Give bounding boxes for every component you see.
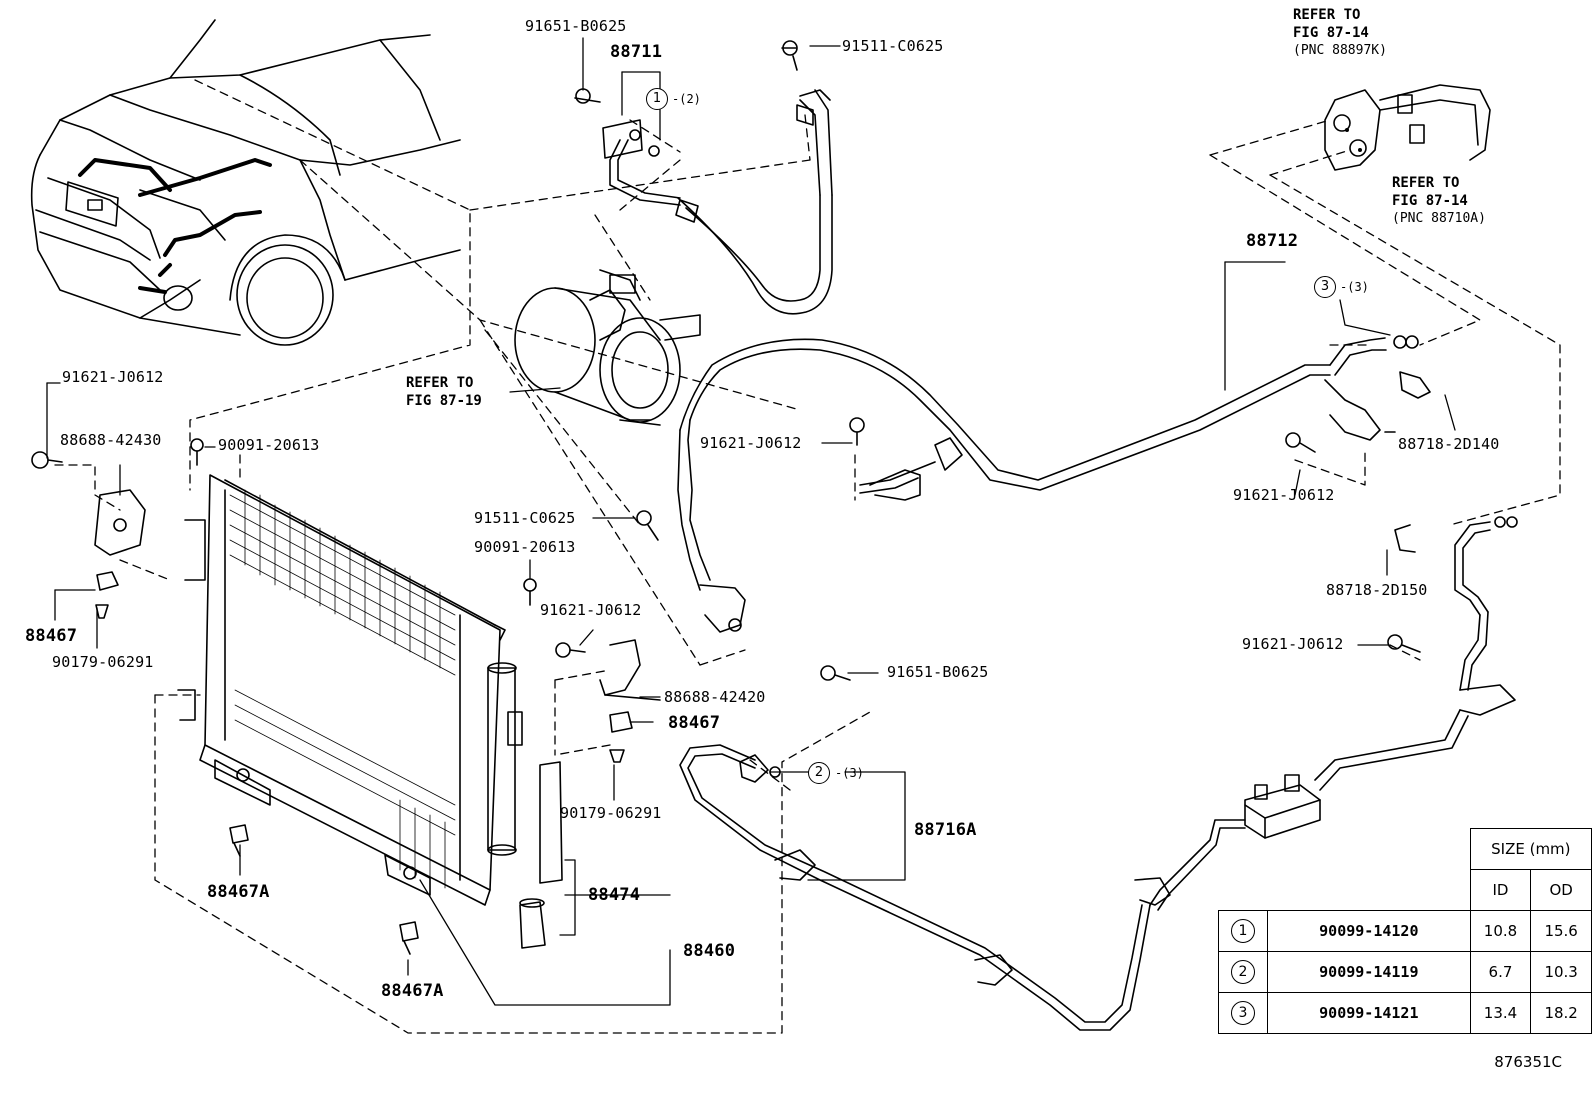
part-88460: 88460 <box>683 941 736 961</box>
part-88467a-1: 88467A <box>207 882 270 902</box>
part-88688-42420: 88688-42420 <box>664 688 766 706</box>
part-88467-mid: 88467 <box>668 713 721 733</box>
hose-88712 <box>677 335 1431 633</box>
o-ring-size-table: SIZE (mm) ID OD 1 90099-14120 10.8 15.6 … <box>1217 828 1592 1034</box>
circle-number-3: 3 <box>1314 276 1336 298</box>
table-row: 1 90099-14120 10.8 15.6 <box>1217 910 1592 952</box>
part-88718-2d140: 88718-2D140 <box>1398 435 1500 453</box>
row-id: 6.7 <box>1469 951 1532 993</box>
size-header: SIZE (mm) <box>1469 828 1592 870</box>
expansion-valve-block <box>1149 774 1321 911</box>
part-88688-42430: 88688-42430 <box>60 431 162 449</box>
part-91511-c0625-top: 91511-C0625 <box>842 37 944 55</box>
part-91651-b0625-top: 91651-B0625 <box>525 17 627 35</box>
leader-lines <box>46 37 1456 1006</box>
part-91651-b0625-mid: 91651-B0625 <box>887 663 989 681</box>
part-91621-j0612-left: 91621-J0612 <box>62 368 164 386</box>
row-part-number: 90099-14121 <box>1267 992 1471 1034</box>
row-id: 10.8 <box>1469 910 1532 952</box>
part-91621-j0612-right1: 91621-J0612 <box>1233 486 1335 504</box>
part-90179-06291-mid: 90179-06291 <box>560 804 662 822</box>
circle-quantity-1: -(2) <box>672 92 701 106</box>
part-88474: 88474 <box>588 885 641 905</box>
part-90091-20613-mid: 90091-20613 <box>474 538 576 556</box>
row-id: 13.4 <box>1469 992 1532 1034</box>
small-parts <box>31 84 1491 955</box>
row-od: 18.2 <box>1530 992 1592 1034</box>
part-91621-j0612-mid2: 91621-J0612 <box>540 601 642 619</box>
diagram-id: 876351C <box>1494 1053 1562 1071</box>
row-part-number: 90099-14119 <box>1267 951 1471 993</box>
pipe-right <box>1314 516 1518 791</box>
table-row: 3 90099-14121 13.4 18.2 <box>1217 992 1592 1034</box>
part-91621-j0612-right2: 91621-J0612 <box>1242 635 1344 653</box>
row-symbol: 2 <box>1231 960 1255 984</box>
part-88711: 88711 <box>610 42 663 62</box>
filled-parts <box>1345 128 1362 152</box>
part-88718-2d150: 88718-2D150 <box>1326 581 1428 599</box>
table-row: 2 90099-14119 6.7 10.3 <box>1217 951 1592 993</box>
part-90179-06291-left: 90179-06291 <box>52 653 154 671</box>
circle-number-1: 1 <box>646 88 668 110</box>
col-id-header: ID <box>1469 869 1532 911</box>
circle-quantity-2: -(3) <box>835 766 864 780</box>
part-91621-j0612-center: 91621-J0612 <box>700 434 802 452</box>
row-symbol: 3 <box>1231 1001 1255 1025</box>
part-88716a: 88716A <box>914 820 977 840</box>
ac-compressor <box>514 269 701 426</box>
row-od: 15.6 <box>1530 910 1592 952</box>
hose-88711 <box>574 40 833 315</box>
circle-number-2: 2 <box>808 762 830 784</box>
part-88467-left: 88467 <box>25 626 78 646</box>
part-91511-c0625-mid: 91511-C0625 <box>474 509 576 527</box>
circle-quantity-3: -(3) <box>1340 280 1369 294</box>
col-od-header: OD <box>1530 869 1592 911</box>
part-88712: 88712 <box>1246 231 1299 251</box>
vehicle-illustration <box>30 19 461 346</box>
condenser <box>177 474 523 906</box>
row-part-number: 90099-14120 <box>1267 910 1471 952</box>
dashed-leaders <box>54 79 1561 1034</box>
part-88467a-2: 88467A <box>381 981 444 1001</box>
part-90091-20613-left: 90091-20613 <box>218 436 320 454</box>
row-symbol: 1 <box>1231 919 1255 943</box>
pipe-88716A <box>679 744 1171 1031</box>
row-od: 10.3 <box>1530 951 1592 993</box>
